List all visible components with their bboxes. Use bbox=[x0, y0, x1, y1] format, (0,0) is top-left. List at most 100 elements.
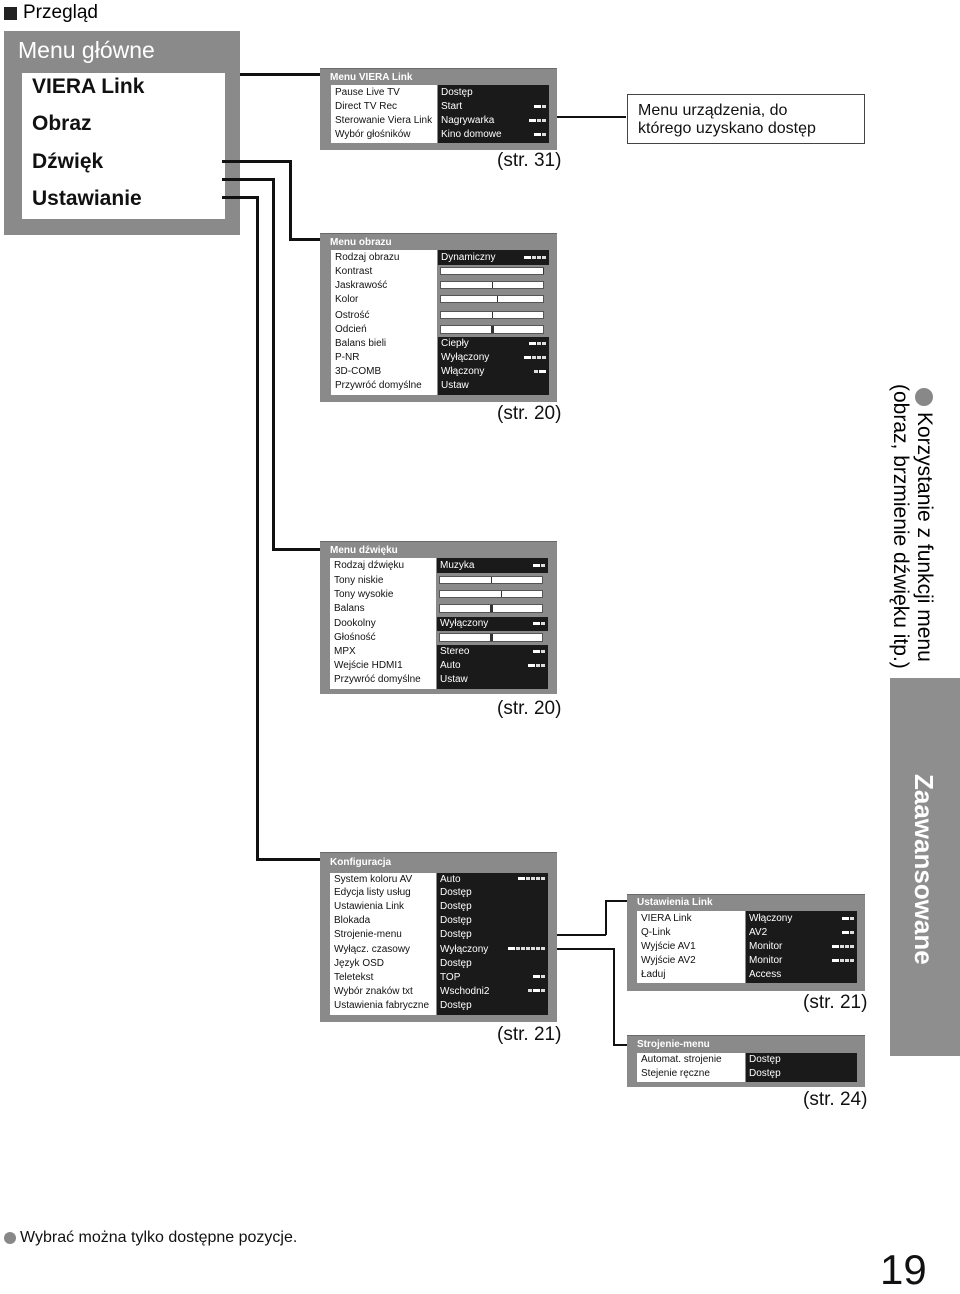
setup-label[interactable]: Blokada bbox=[334, 915, 371, 926]
bass-bar-fill bbox=[440, 577, 492, 583]
volume-slider[interactable] bbox=[439, 633, 543, 642]
setup-label[interactable]: Ustawienia fabryczne bbox=[334, 1000, 430, 1011]
connector-link-v bbox=[605, 900, 607, 935]
picture-label[interactable]: Jaskrawość bbox=[335, 280, 388, 291]
balance-slider[interactable] bbox=[439, 604, 543, 613]
setup-label[interactable]: Strojenie-menu bbox=[334, 929, 402, 940]
picture-label[interactable]: Rodzaj obrazu bbox=[335, 252, 400, 263]
sound-value: Muzyka bbox=[440, 560, 475, 571]
option-indicator-icon bbox=[508, 947, 545, 950]
main-menu-item-dzwiek[interactable]: Dźwięk bbox=[32, 150, 104, 173]
setup-label[interactable]: Język OSD bbox=[334, 958, 385, 969]
sound-value-mode: Muzyka bbox=[437, 558, 548, 573]
sound-label[interactable]: Rodzaj dźwięku bbox=[334, 560, 405, 571]
picture-label[interactable]: Kolor bbox=[335, 294, 359, 305]
picture-label[interactable]: Przywróć domyślne bbox=[335, 380, 422, 391]
option-indicator-icon bbox=[533, 650, 545, 653]
link-label[interactable]: Ładuj bbox=[641, 969, 666, 980]
sound-value-surround: Wyłączony bbox=[437, 617, 548, 631]
picture-label[interactable]: Ostrość bbox=[335, 310, 370, 321]
link-value: AV2 bbox=[749, 927, 768, 938]
viera-label[interactable]: Sterowanie Viera Link bbox=[335, 115, 433, 126]
sharpness-bar[interactable] bbox=[440, 311, 544, 319]
sound-label[interactable]: Głośność bbox=[334, 632, 376, 643]
picture-value: Dynamiczny bbox=[441, 252, 496, 263]
setup-value: Dostęp bbox=[440, 915, 472, 926]
main-menu-item-ustawianie[interactable]: Ustawianie bbox=[32, 187, 142, 210]
main-menu-item-viera-link[interactable]: VIERA Link bbox=[32, 75, 145, 98]
option-indicator-icon bbox=[832, 959, 854, 962]
picture-label[interactable]: P-NR bbox=[335, 352, 360, 363]
setup-label[interactable]: Wybór znaków txt bbox=[334, 986, 413, 997]
link-label[interactable]: Q-Link bbox=[641, 927, 671, 938]
setup-label[interactable]: Wyłącz. czasowy bbox=[334, 944, 411, 955]
bass-bar[interactable] bbox=[439, 576, 543, 584]
connector-dzwiek-h1 bbox=[222, 178, 274, 181]
picture-label[interactable]: Kontrast bbox=[335, 266, 373, 277]
picture-label[interactable]: Balans bieli bbox=[335, 338, 387, 349]
sound-label[interactable]: Balans bbox=[334, 603, 365, 614]
sound-value: Wyłączony bbox=[440, 618, 489, 629]
link-value: Monitor bbox=[749, 941, 783, 952]
sound-label[interactable]: MPX bbox=[334, 646, 356, 657]
connector-device bbox=[556, 116, 626, 118]
section-heading: Przegląd bbox=[4, 2, 98, 24]
volume-slider-knob[interactable] bbox=[490, 634, 493, 641]
sound-label[interactable]: Tony wysokie bbox=[334, 589, 394, 600]
colour-bar[interactable] bbox=[440, 295, 544, 303]
option-indicator-icon bbox=[524, 256, 546, 259]
link-label[interactable]: VIERA Link bbox=[641, 913, 692, 924]
side-heading-line1-wrap: Korzystanie z funkcji menu bbox=[912, 388, 936, 662]
main-menu-item-obraz[interactable]: Obraz bbox=[32, 112, 92, 135]
tint-slider[interactable] bbox=[440, 325, 544, 334]
viera-label[interactable]: Wybór głośników bbox=[335, 129, 411, 140]
option-indicator-icon bbox=[528, 664, 545, 667]
link-value: Włączony bbox=[749, 913, 793, 924]
setup-values: Auto Dostęp Dostęp Dostęp Dostęp Wyłączo… bbox=[437, 873, 548, 1015]
main-menu: Menu główne VIERA Link Obraz Dźwięk Usta… bbox=[4, 31, 240, 235]
brightness-bar[interactable] bbox=[440, 281, 544, 289]
footnote-text: Wybrać można tylko dostępne pozycje. bbox=[20, 1229, 298, 1246]
option-indicator-icon bbox=[524, 356, 546, 359]
tint-slider-knob[interactable] bbox=[491, 326, 494, 333]
link-settings-title: Ustawienia Link bbox=[637, 897, 713, 908]
side-heading: Korzystanie z funkcji menu (obraz, brzmi… bbox=[888, 384, 936, 676]
setup-label[interactable]: Ustawienia Link bbox=[334, 901, 405, 912]
picture-value: Ustaw bbox=[441, 380, 469, 391]
picture-label[interactable]: 3D-COMB bbox=[335, 366, 382, 377]
main-menu-title: Menu główne bbox=[18, 37, 155, 63]
sound-label[interactable]: Dookolny bbox=[334, 618, 376, 629]
tuning-label[interactable]: Automat. strojenie bbox=[641, 1054, 722, 1065]
circle-bullet-icon bbox=[915, 388, 933, 406]
sound-values: Stereo Auto Ustaw bbox=[437, 645, 548, 689]
link-label[interactable]: Wyjście AV2 bbox=[641, 955, 696, 966]
option-indicator-icon bbox=[842, 917, 854, 920]
tuning-label[interactable]: Stejenie ręczne bbox=[641, 1068, 710, 1079]
connector-dzwiek-h2 bbox=[272, 548, 320, 551]
sound-label[interactable]: Tony niskie bbox=[334, 575, 384, 586]
sound-label[interactable]: Przywróć domyślne bbox=[334, 674, 421, 685]
contrast-bar[interactable] bbox=[440, 267, 544, 275]
treble-bar[interactable] bbox=[439, 590, 543, 598]
setup-label[interactable]: System koloru AV bbox=[334, 874, 413, 885]
option-indicator-icon bbox=[832, 945, 854, 948]
setup-label[interactable]: Edycja listy usług bbox=[334, 887, 411, 898]
sound-label[interactable]: Wejście HDMI1 bbox=[334, 660, 403, 671]
balance-slider-knob[interactable] bbox=[490, 605, 493, 612]
picture-label[interactable]: Odcień bbox=[335, 324, 367, 335]
sound-labels: Rodzaj dźwięku Tony niskie Tony wysokie … bbox=[330, 558, 436, 689]
sound-menu-title: Menu dźwięku bbox=[330, 545, 398, 556]
side-heading-line1: Korzystanie z funkcji menu bbox=[913, 412, 936, 662]
setup-value: TOP bbox=[440, 972, 461, 983]
viera-label[interactable]: Direct TV Rec bbox=[335, 101, 398, 112]
viera-value: Dostęp bbox=[441, 87, 473, 98]
tuning-menu: Strojenie-menu Automat. strojenie Stejen… bbox=[627, 1035, 865, 1087]
connector-obraz-h2 bbox=[289, 238, 320, 241]
square-bullet-icon bbox=[4, 6, 17, 20]
link-label[interactable]: Wyjście AV1 bbox=[641, 941, 696, 952]
section-title: Przegląd bbox=[23, 2, 98, 23]
brightness-bar-fill bbox=[441, 282, 493, 288]
setup-label[interactable]: Teletekst bbox=[334, 972, 374, 983]
viera-label[interactable]: Pause Live TV bbox=[335, 87, 400, 98]
footnote: Wybrać można tylko dostępne pozycje. bbox=[4, 1229, 297, 1247]
